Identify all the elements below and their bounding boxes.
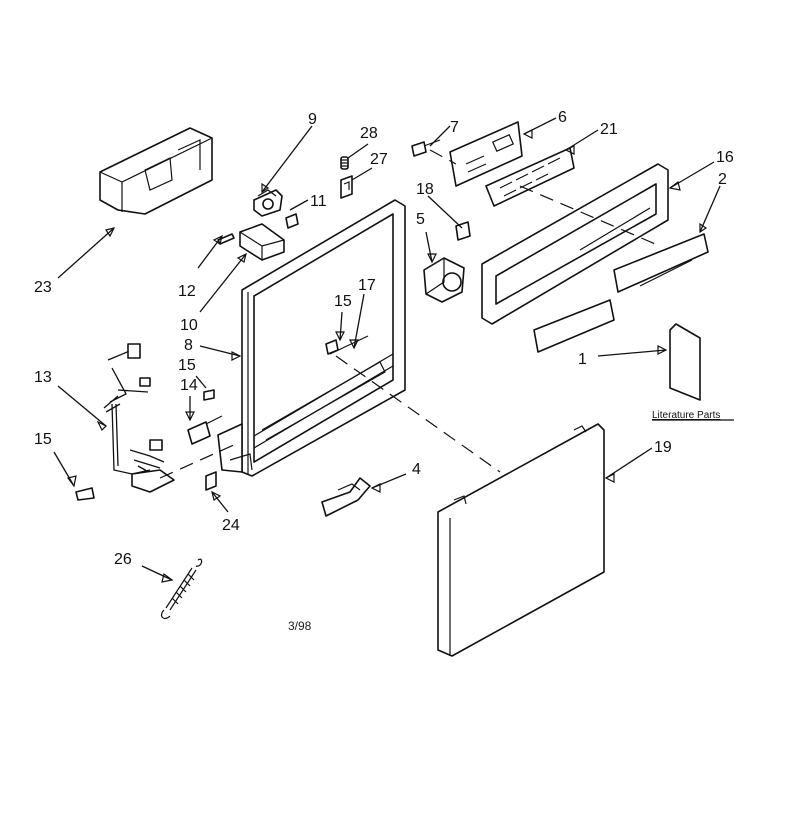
part-1-insert bbox=[533, 299, 615, 353]
part-5-selector bbox=[423, 257, 465, 303]
callout-12: 12 bbox=[178, 283, 196, 300]
part-9-latch bbox=[253, 189, 283, 217]
callout-10: 10 bbox=[180, 317, 198, 334]
callout-16: 16 bbox=[716, 149, 734, 166]
part-8-door-frame bbox=[217, 199, 406, 477]
callout-15-left: 15 bbox=[34, 431, 52, 448]
callout-7: 7 bbox=[450, 119, 459, 136]
part-4-hinge bbox=[321, 477, 371, 517]
callout-1: 1 bbox=[578, 351, 587, 368]
part-19-door-panel bbox=[437, 423, 605, 657]
callout-6: 6 bbox=[558, 109, 567, 126]
callout-27: 27 bbox=[370, 151, 388, 168]
callout-9: 9 bbox=[308, 111, 317, 128]
callout-17: 17 bbox=[358, 277, 376, 294]
callout-13: 13 bbox=[34, 369, 52, 386]
part-2-trim bbox=[613, 233, 709, 293]
callout-23: 23 bbox=[34, 279, 52, 296]
callout-28: 28 bbox=[360, 125, 378, 142]
callout-15-mid: 15 bbox=[178, 357, 196, 374]
part-11-screw bbox=[285, 213, 299, 229]
callout-19: 19 bbox=[654, 439, 672, 456]
part-12-pin bbox=[217, 233, 235, 245]
part-13-wiring-harness bbox=[103, 343, 175, 493]
part-14-switch bbox=[187, 415, 223, 445]
part-23-shroud bbox=[99, 127, 213, 215]
part-10-bracket bbox=[239, 223, 285, 261]
leader-lines bbox=[53, 117, 721, 583]
callout-2: 2 bbox=[718, 171, 727, 188]
callout-26: 26 bbox=[114, 551, 132, 568]
callout-18: 18 bbox=[416, 181, 434, 198]
part-15-screw-mid bbox=[203, 389, 215, 401]
part-26-spring bbox=[160, 558, 203, 620]
callout-14: 14 bbox=[180, 377, 198, 394]
literature-parts-label: Literature Parts bbox=[652, 410, 720, 421]
callout-24: 24 bbox=[222, 517, 240, 534]
part-6-control-board bbox=[449, 121, 523, 187]
callout-5: 5 bbox=[416, 211, 425, 228]
part-24-clip bbox=[205, 471, 217, 491]
part-15-screw-left bbox=[75, 487, 95, 501]
literature-booklet bbox=[669, 323, 701, 401]
part-21-keypad bbox=[485, 147, 575, 207]
callout-21: 21 bbox=[600, 121, 618, 138]
part-15-screw-inner bbox=[325, 339, 339, 355]
callout-8: 8 bbox=[184, 337, 193, 354]
part-28-spring bbox=[340, 156, 349, 170]
callout-15-inner: 15 bbox=[334, 293, 352, 310]
part-27-clip bbox=[340, 175, 353, 199]
part-16-console bbox=[481, 163, 669, 325]
part-7-screw bbox=[411, 139, 441, 157]
callout-4: 4 bbox=[412, 461, 421, 478]
date-code: 3/98 bbox=[288, 619, 312, 633]
callout-11: 11 bbox=[310, 193, 327, 210]
